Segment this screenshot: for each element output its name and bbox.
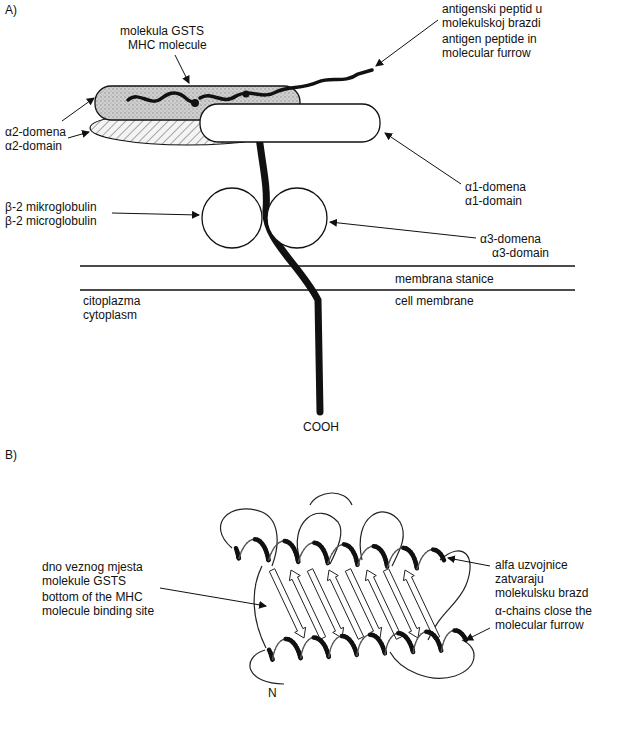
leader-arrow	[376, 20, 438, 66]
beta-strand	[345, 569, 381, 638]
helix-stroke	[326, 655, 331, 656]
part-label: N	[268, 686, 277, 700]
part-label: dno veznog mjesta molekule GSTS	[42, 560, 162, 588]
alpha1-domain-shape	[200, 104, 380, 142]
leader-arrow	[466, 628, 490, 640]
helix-stroke	[382, 652, 387, 653]
mhc-molecule	[80, 70, 575, 412]
leader-arrow	[448, 558, 490, 566]
part-label: citoplazma	[83, 294, 140, 308]
part-label: β-2 microglobulin	[5, 214, 97, 228]
helix-stroke	[357, 564, 359, 566]
leader-arrow	[68, 132, 89, 138]
beta-strand	[383, 569, 419, 638]
leader-arrow	[160, 588, 266, 606]
helix-stroke	[356, 654, 358, 656]
helix-stroke	[387, 566, 389, 568]
helix-stroke	[384, 653, 386, 655]
helix-stroke	[384, 653, 385, 655]
beta2-microglobulin-shape	[202, 188, 262, 248]
helix-stroke	[387, 566, 388, 568]
part-label: antigen peptide in molecular furrow	[442, 32, 567, 60]
helix-stroke	[298, 656, 303, 657]
leader-arrow	[62, 98, 94, 121]
part-label: antigenski peptid u molekulskoj brazdi	[442, 2, 567, 30]
helix-stroke	[464, 637, 466, 640]
helix-stroke	[416, 568, 418, 570]
helix-stroke	[443, 557, 445, 560]
membrane-line	[80, 289, 575, 290]
part-label: cytoplasm	[83, 308, 137, 322]
helix-stroke	[356, 654, 357, 656]
ribbon-structure	[221, 493, 475, 684]
leader-arrow	[175, 55, 189, 83]
helix-stroke	[236, 556, 241, 561]
beta-strand	[289, 570, 325, 639]
peptide-anchor	[243, 91, 250, 98]
helix-stroke	[270, 658, 275, 659]
helix-stroke	[268, 559, 269, 561]
part-label: α2-domena	[5, 125, 66, 139]
part-label: α3-domain	[492, 246, 549, 260]
leader-lines	[160, 558, 490, 640]
part-label: β-2 mikroglobulin	[5, 200, 97, 214]
helix-stroke	[328, 656, 330, 658]
part-label: bottom of the MHC molecule binding site	[42, 590, 157, 618]
part-label: α2-domain	[5, 139, 62, 153]
beta-sheet	[269, 569, 439, 640]
helix-stroke	[441, 650, 442, 652]
beta-strand	[269, 569, 305, 638]
part-label: molekula GSTS	[120, 24, 204, 38]
part-label: α1-domain	[465, 194, 522, 208]
helix-stroke	[272, 658, 274, 660]
part-label: A)	[5, 3, 17, 17]
helix-stroke	[354, 654, 359, 655]
part-label: MHC molecule	[128, 38, 207, 52]
helix-stroke	[327, 562, 329, 564]
leader-lines	[62, 20, 476, 238]
helix-stroke	[266, 557, 271, 562]
beta-strand	[403, 570, 439, 639]
beta-strand	[307, 569, 343, 638]
part-label: alfa uzvojnice zatvaraju molekulsku braz…	[495, 558, 607, 600]
helix-stroke	[296, 559, 301, 564]
leader-arrow	[112, 213, 199, 215]
helix-stroke	[327, 562, 329, 564]
part-label: cell membrane	[395, 294, 474, 308]
helix-stroke	[238, 557, 240, 559]
alpha3-domain-shape	[267, 188, 327, 248]
helix-stroke	[439, 649, 444, 650]
antigen-peptide	[128, 70, 372, 104]
helix-stroke	[410, 651, 415, 652]
helix-stroke	[413, 651, 414, 653]
part-label: membrana stanice	[395, 272, 494, 286]
beta-strand	[365, 570, 401, 639]
membrane-line	[80, 265, 575, 266]
helix-stroke	[441, 650, 442, 652]
loops	[221, 493, 475, 684]
part-label: B)	[5, 448, 17, 462]
part-label: α1-domena	[465, 180, 526, 194]
part-label: COOH	[303, 420, 339, 434]
part-label: α3-domena	[480, 232, 541, 246]
leader-arrow	[385, 133, 461, 184]
helix-stroke	[416, 568, 418, 570]
peptide-anchor	[191, 99, 199, 107]
heavy-chain	[258, 128, 320, 412]
beta-strand	[327, 570, 363, 639]
alpha-helices	[236, 539, 466, 659]
helix-stroke	[300, 657, 301, 659]
helix-stroke	[298, 561, 300, 563]
helix-stroke	[412, 651, 413, 653]
part-label: α-chains close the molecular furrow	[495, 604, 607, 632]
helix-stroke	[357, 564, 359, 566]
leader-arrow	[330, 222, 476, 238]
